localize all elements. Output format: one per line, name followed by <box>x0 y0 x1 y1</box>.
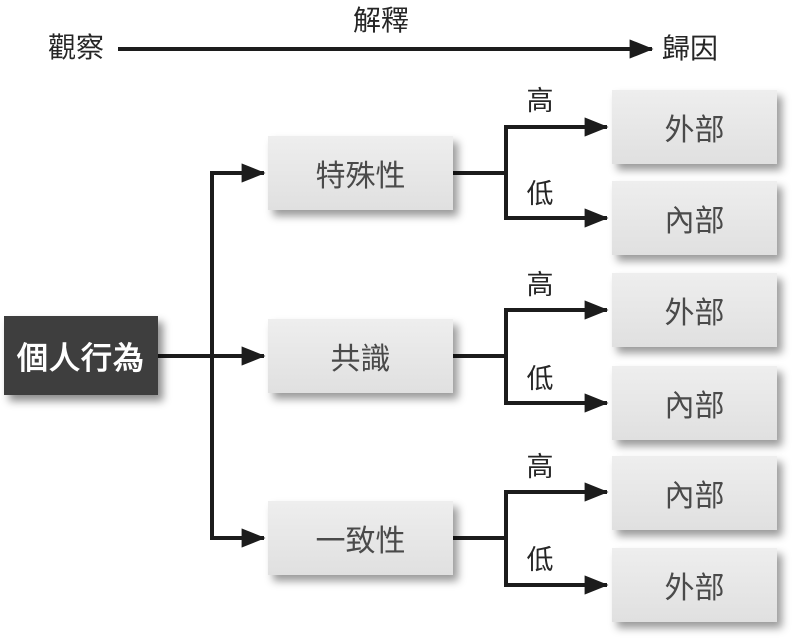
distinctiveness-high-arrow <box>504 117 609 220</box>
consistency-high-arrow <box>504 482 609 587</box>
header-attribute-label: 歸因 <box>662 33 719 64</box>
header-observe-label: 觀察 <box>48 32 105 63</box>
result-box-label: 外部 <box>664 572 725 605</box>
branch-box-label: 一致性 <box>315 525 406 558</box>
result-box-label: 內部 <box>664 205 725 238</box>
consistency-high-label: 高 <box>526 452 554 482</box>
result-box-label: 外部 <box>664 114 725 147</box>
distinctiveness-low-label: 低 <box>526 179 554 209</box>
root-box-individual-behavior: 個人行為 <box>4 316 158 395</box>
result-box-label: 外部 <box>664 297 725 330</box>
consensus-high-label: 高 <box>526 270 554 300</box>
trunk-line <box>210 163 266 540</box>
result-box-consensus-low: 內部 <box>612 366 777 440</box>
distinctiveness-high-label: 高 <box>526 86 554 116</box>
result-box-distinctiveness-high: 外部 <box>612 90 777 164</box>
consensus-low-label: 低 <box>526 364 554 394</box>
result-box-consensus-high: 外部 <box>612 273 777 347</box>
result-box-label: 內部 <box>664 390 725 423</box>
result-box-distinctiveness-low: 內部 <box>612 181 777 255</box>
branch-box-label: 共識 <box>330 343 391 376</box>
root-box-label: 個人行為 <box>17 341 145 376</box>
result-box-label: 內部 <box>664 480 725 513</box>
branch-box-distinctiveness: 特殊性 <box>268 136 453 210</box>
result-box-consistency-low: 外部 <box>612 548 777 622</box>
branch-box-consistency: 一致性 <box>268 501 453 575</box>
branch-box-label: 特殊性 <box>315 160 406 193</box>
consensus-high-arrow <box>504 300 609 405</box>
header-interpret-label: 解釋 <box>352 5 409 36</box>
branch-box-consensus: 共識 <box>268 319 453 393</box>
consistency-low-label: 低 <box>526 545 554 575</box>
result-box-consistency-high: 內部 <box>612 456 777 530</box>
